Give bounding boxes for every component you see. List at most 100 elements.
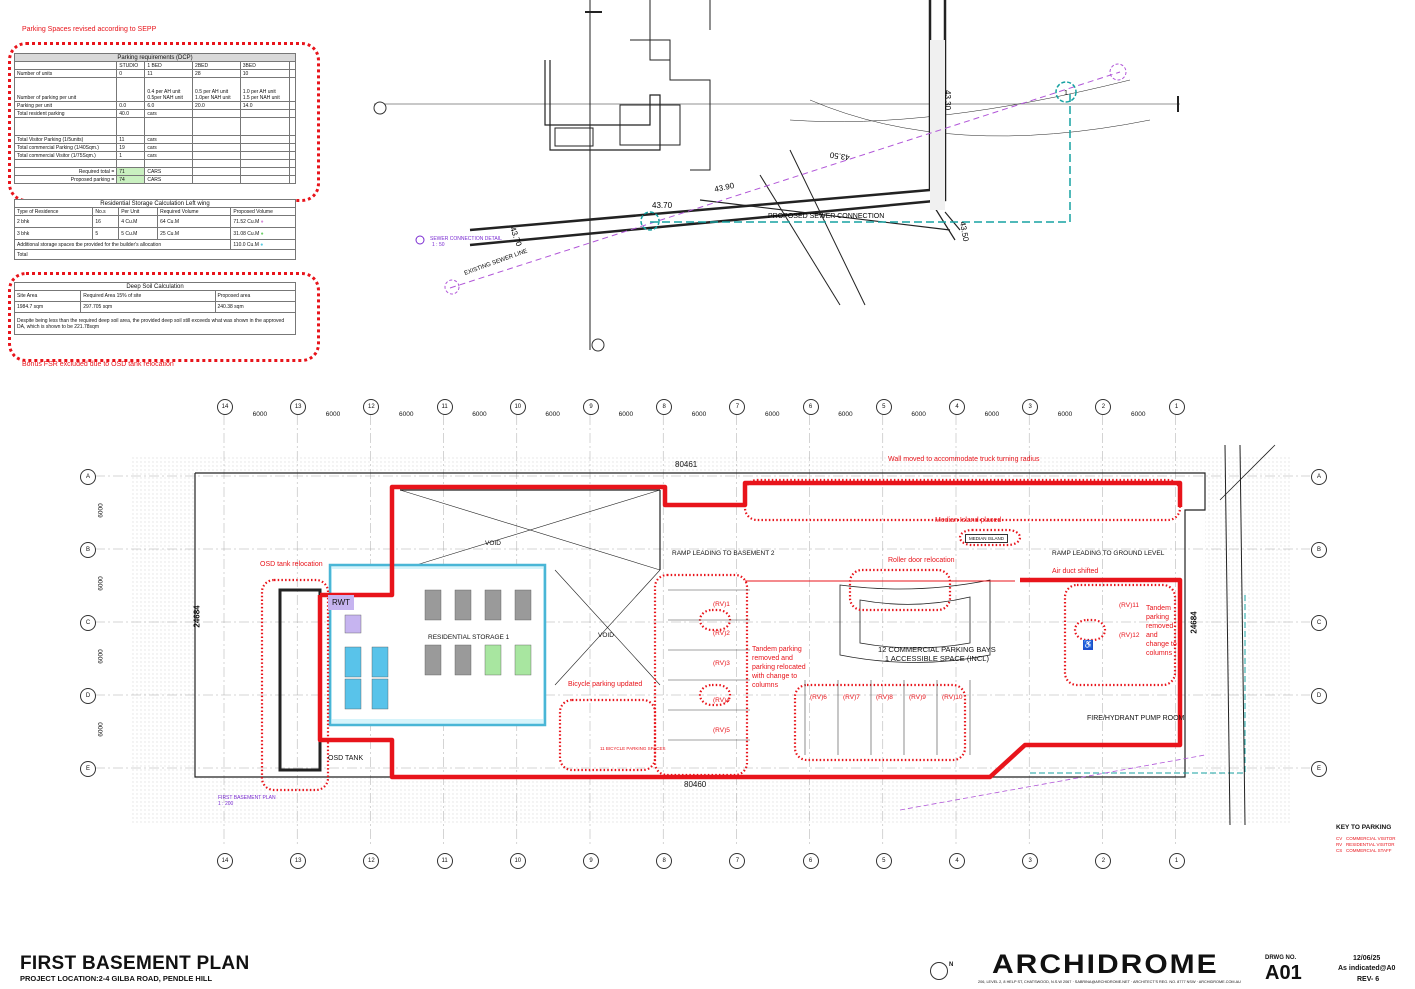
grid-bubble-col-3: 3: [1022, 853, 1039, 869]
side-dimension-left: 24684: [192, 605, 202, 628]
bottom-dimension: 80460: [684, 780, 707, 789]
grid-bubble-row-C: C: [80, 615, 96, 631]
rv-label: (RV)12: [1119, 632, 1140, 639]
median-island-note: Median Island placed: [935, 517, 1002, 524]
ramp-ground-label: RAMP LEADING TO GROUND LEVEL: [1052, 550, 1165, 557]
ramp-basement2-label: RAMP LEADING TO BASEMENT 2: [672, 550, 775, 557]
grid-bubble-row-D: D: [1311, 688, 1327, 704]
column-spacing: 6000: [691, 411, 707, 418]
storage-cage: [484, 589, 502, 621]
grid-bubble-col-3: 3: [1022, 399, 1039, 415]
grid-bubble-col-11: 11: [436, 399, 453, 415]
level-label: 43.50: [829, 150, 851, 162]
column-spacing: 6000: [765, 411, 780, 418]
storage-cage: [371, 646, 389, 678]
grid-bubble-col-14: 14: [217, 853, 233, 869]
revision-number: REV- 6: [1357, 976, 1380, 983]
storage-cage: [371, 678, 389, 710]
storage-cage: [514, 644, 532, 676]
tandem-right-note: Tandem parking removed and change to col…: [1146, 605, 1177, 658]
grid-bubble-row-D: D: [80, 688, 96, 704]
rv-label: (RV)6: [810, 694, 827, 701]
column-spacing: 6000: [838, 411, 853, 418]
grid-bubble-row-B: B: [80, 542, 96, 558]
revision-cloud: [793, 683, 967, 762]
level-label: 43.50: [958, 221, 970, 243]
grid-bubble-col-4: 4: [949, 399, 965, 415]
table-row: Additional storage spaces tbe provided f…: [13, 239, 296, 250]
parking-table: Parking requirements (DCP) STUDIO 1 BED …: [13, 53, 296, 184]
rv-label: (RV)11: [1119, 602, 1139, 609]
storage-cage: [344, 678, 362, 710]
storage-cage: [424, 644, 442, 676]
roller-door-note: Roller door relocation: [888, 557, 955, 564]
level-label: 43.70: [508, 226, 523, 248]
proposed-sewer-label: PROPOSED SEWER CONNECTION: [768, 213, 884, 220]
top-dimension: 80461: [675, 460, 698, 469]
parking-table-title: Parking requirements (DCP): [14, 53, 296, 62]
grid-bubble-col-13: 13: [290, 853, 307, 869]
firm-address: 206, LEVEL 2, 8 HELP ST, CHATSWOOD, N.S.…: [978, 980, 1241, 984]
drawing-date: 12/06/25: [1353, 955, 1381, 962]
column-spacing: 6000: [984, 411, 1000, 418]
row-spacing: 6000: [97, 502, 105, 518]
drawing-scale: As indicated@A0: [1338, 965, 1396, 972]
side-dimension-right: 24684: [1189, 611, 1199, 634]
level-label: 43.70: [652, 201, 673, 210]
col-header: 1 BED: [144, 61, 194, 70]
bicycle-spaces-label: 11 BICYCLE PARKING SPACES: [600, 746, 666, 751]
firm-logo: ARCHIDROME: [992, 949, 1219, 980]
storage-cage: [454, 589, 472, 621]
grid-bubble-col-6: 6: [802, 399, 819, 415]
proposed-total-row: Proposed parking = 74 CARS: [13, 175, 296, 184]
north-arrow-icon: [930, 962, 948, 980]
north-label: N: [949, 962, 954, 968]
grid-bubble-col-1: 1: [1168, 853, 1185, 869]
row-spacing: 6000: [97, 721, 105, 737]
deep-soil-title: Deep Soil Calculation: [14, 282, 296, 291]
grid-bubble-col-7: 7: [729, 853, 746, 869]
rv-label: (RV)2: [713, 630, 730, 637]
required-total-row: Required total = 71 CARS: [13, 167, 296, 176]
median-island-label: MEDIAN ISLAND: [965, 534, 1009, 543]
basement-plan: [95, 415, 1310, 845]
bicycle-updated-note: Bicycle parking updated: [568, 681, 643, 688]
storage-cage: [344, 614, 362, 634]
storage-cage: [514, 589, 532, 621]
col-header: [13, 61, 118, 70]
column-spacing: 6000: [1057, 411, 1073, 418]
grid-bubble-row-C: C: [1311, 615, 1327, 631]
project-location: PROJECT LOCATION:2-4 GILBA ROAD, PENDLE …: [20, 974, 213, 983]
revision-cloud: [1073, 618, 1107, 642]
parking-revised-note: Parking Spaces revised according to SEPP: [22, 26, 157, 33]
drawing-number: A01: [1265, 962, 1302, 984]
row-spacing: 6000: [97, 648, 105, 664]
revision-cloud: [698, 683, 732, 707]
rv-label: (RV)8: [876, 694, 893, 701]
rwt-label: RWT: [328, 595, 355, 610]
grid-bubble-col-2: 2: [1095, 853, 1112, 869]
row-spacing: 6000: [97, 575, 105, 591]
revision-cloud: [743, 478, 1182, 522]
grid-bubble-col-4: 4: [949, 853, 965, 869]
rv-label: (RV)3: [713, 660, 730, 667]
grid-bubble-col-7: 7: [729, 399, 746, 415]
drawing-title: FIRST BASEMENT PLAN: [20, 953, 250, 974]
grid-bubble-row-A: A: [80, 469, 96, 485]
col-header: 3BED: [239, 61, 291, 70]
column-spacing: 6000: [252, 411, 268, 418]
grid-bubble-col-8: 8: [656, 853, 673, 869]
storage-label: RESIDENTIAL STORAGE 1: [428, 634, 510, 641]
grid-bubble-col-12: 12: [363, 399, 380, 415]
sewer-detail-drawing: 1 43.30 43.50 43.90 43.70 43.70 43.50 PR…: [373, 0, 1180, 352]
level-label: 43.30: [943, 90, 952, 111]
grid-bubble-col-10: 10: [509, 853, 526, 869]
